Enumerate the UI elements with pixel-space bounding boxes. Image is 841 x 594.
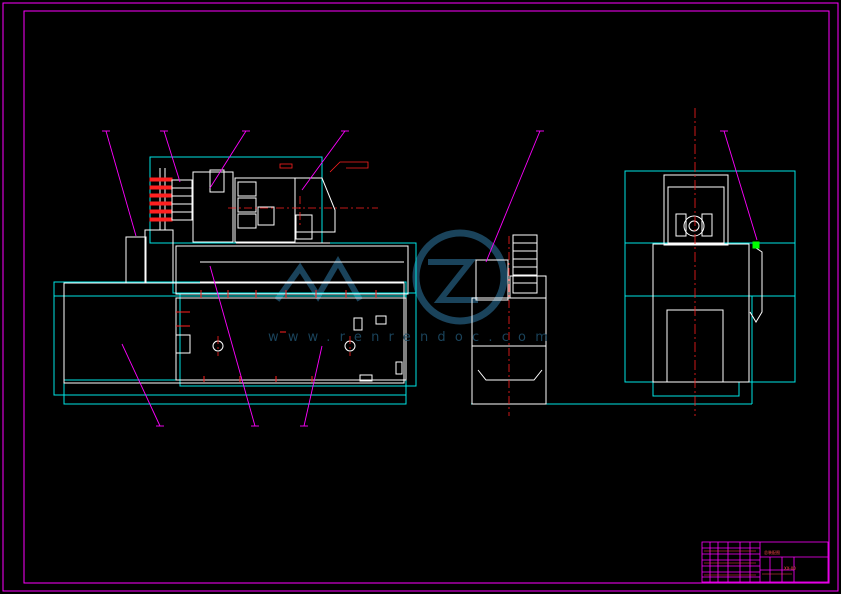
dimension-tag [279,161,369,173]
leader-lines [102,130,758,427]
front-centerlines [217,196,378,356]
headstock [192,169,336,244]
side-view-outline [624,170,796,404]
watermark-text: www.renrendoc.com [268,330,558,345]
electrode-stack [149,177,173,222]
machine-bed [63,245,409,384]
side-view [624,108,796,416]
hydraulic-unit [471,234,752,416]
side-machine [652,174,763,383]
bed-marks [176,290,377,382]
title-block-title: 总装配图 [764,550,780,555]
title-block-drawing-number: XX-00 [784,566,796,571]
front-view [53,156,417,405]
indicator-light [752,241,760,249]
title-block [701,541,829,583]
electrode-contacts [171,179,193,221]
